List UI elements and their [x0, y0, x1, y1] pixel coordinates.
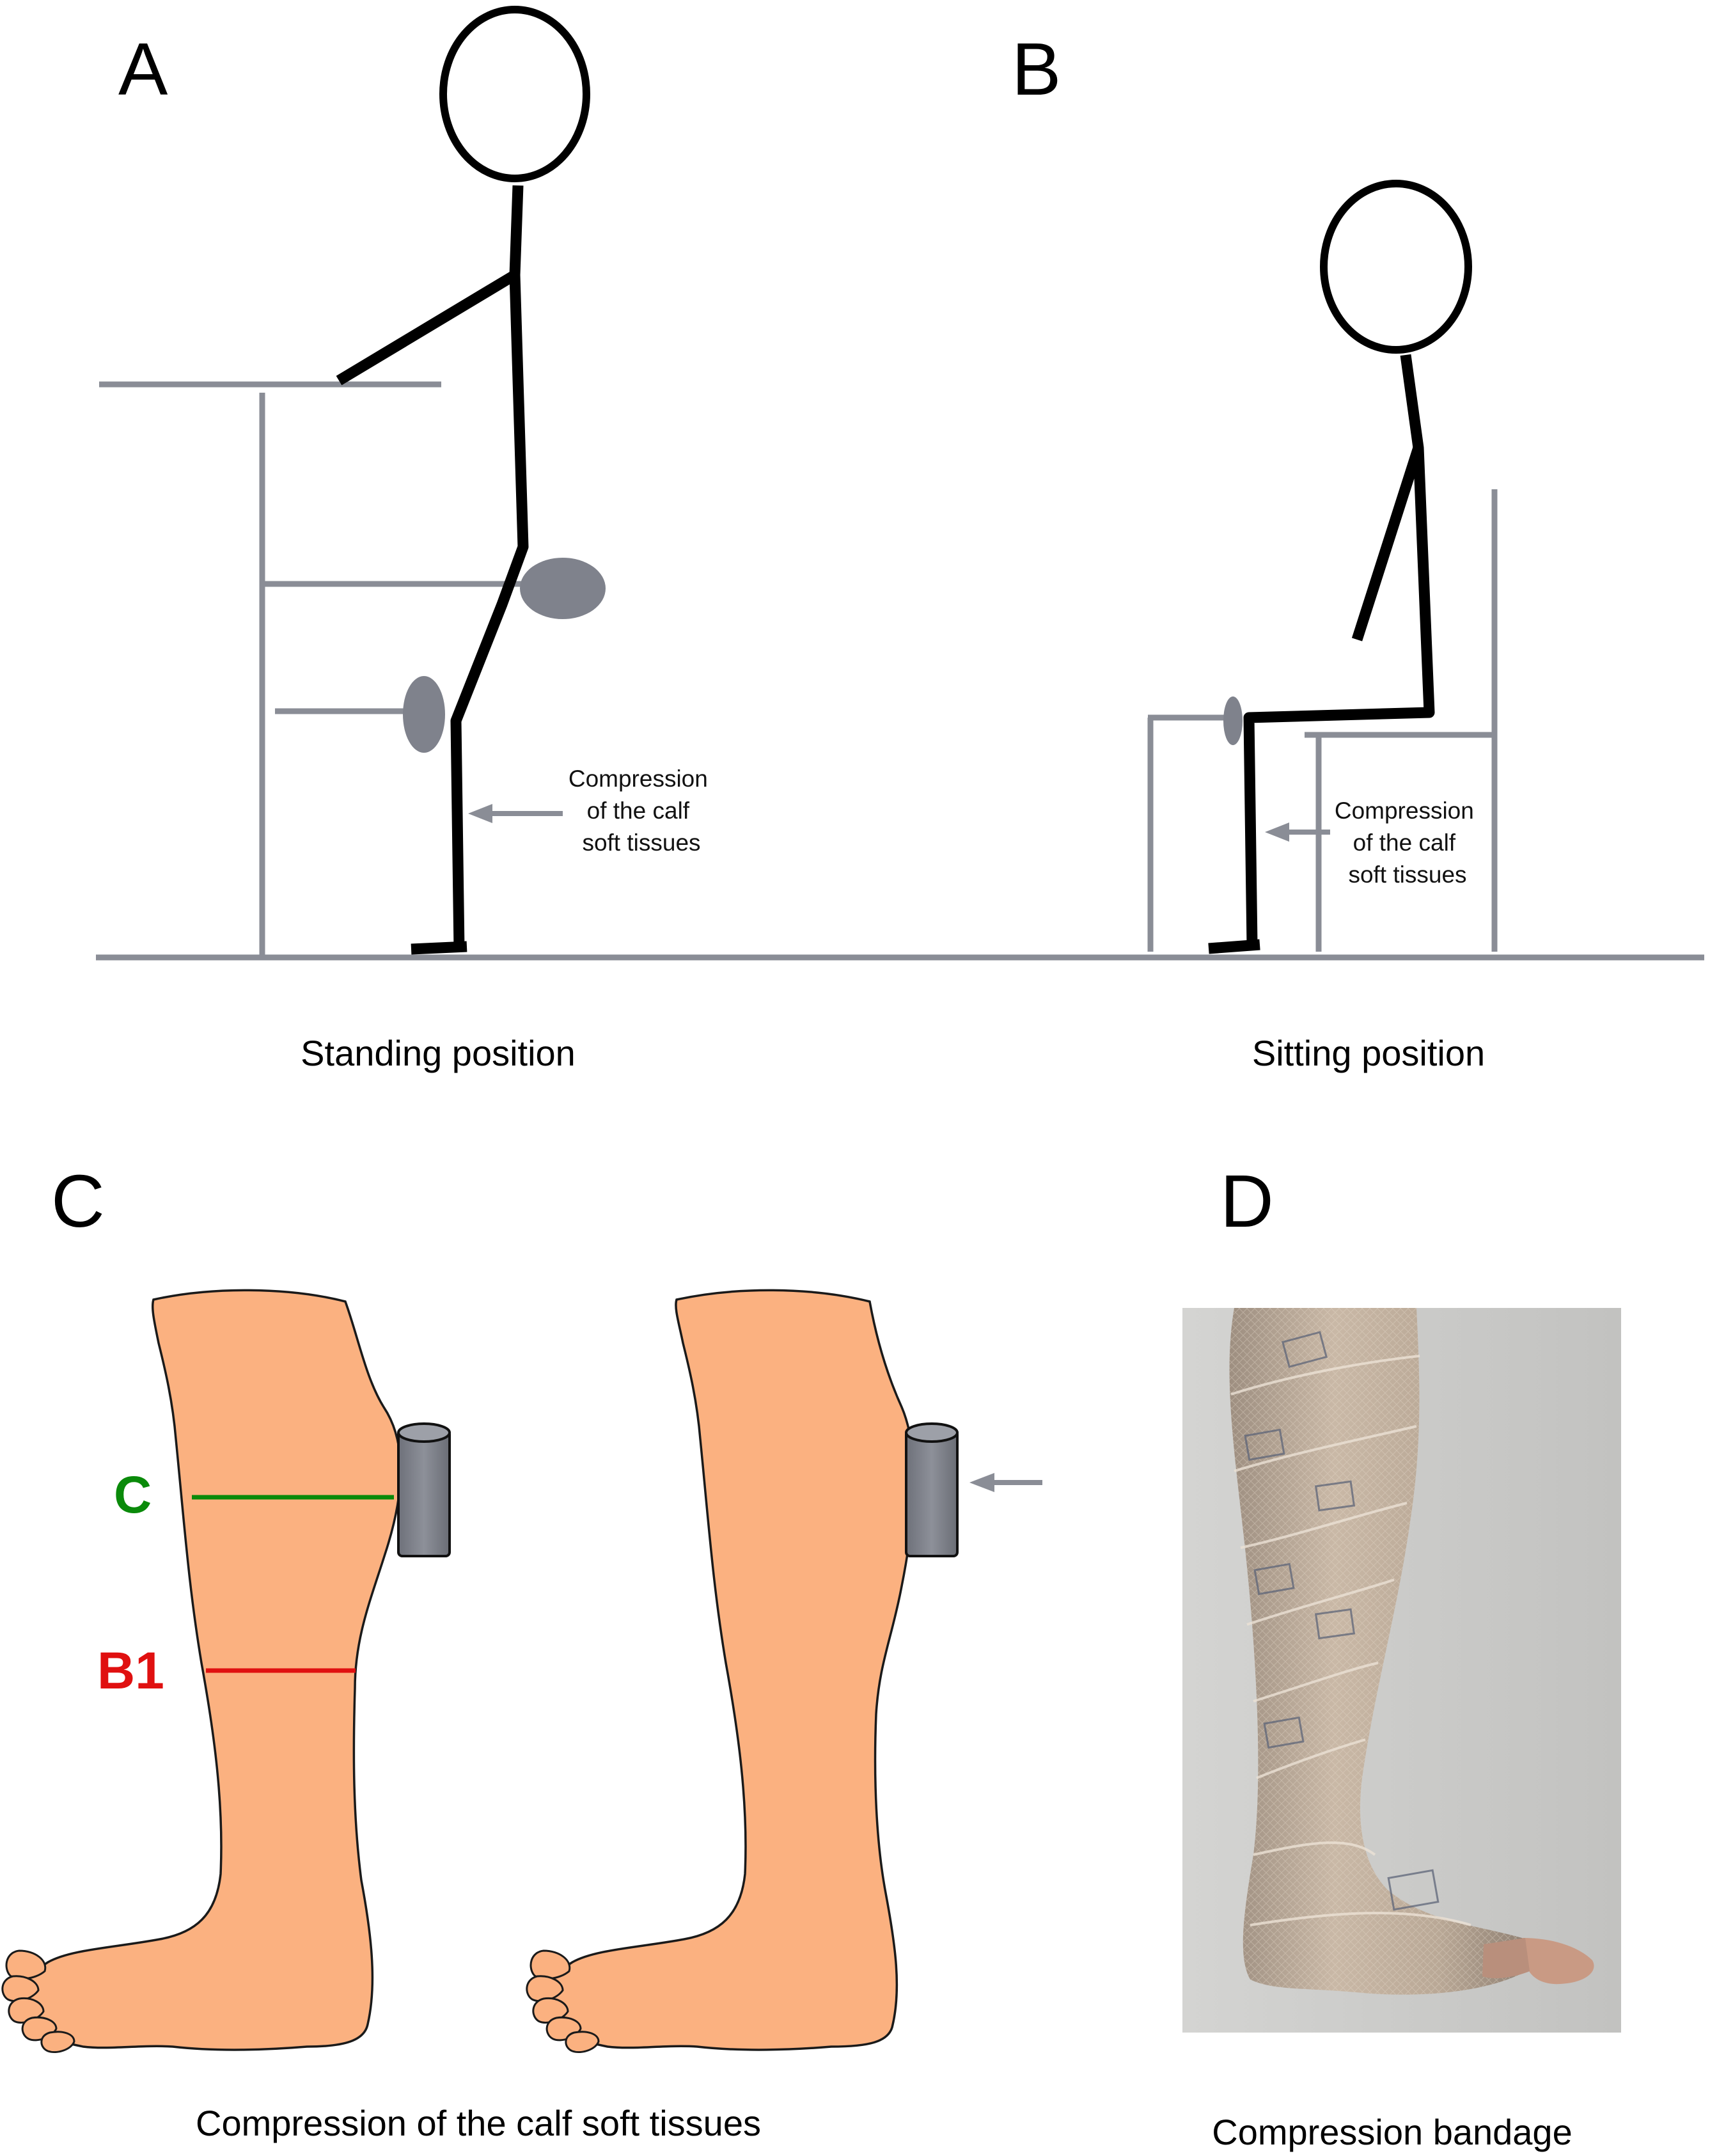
compression-cylinder-left [397, 1422, 451, 1557]
knee-pad-sitting [1223, 696, 1243, 745]
caption-b: Sitting position [1252, 1033, 1485, 1073]
chair [1305, 489, 1498, 952]
note-b: Compression of the calf soft tissues [1335, 798, 1480, 888]
label-b1: B1 [97, 1642, 164, 1700]
panel-c: C C B1 [1, 1160, 1042, 2143]
panel-b-letter: B [1012, 28, 1061, 111]
caption-d: Compression bandage [1212, 2112, 1572, 2152]
knee-stand [1147, 714, 1231, 952]
caption-a: Standing position [301, 1033, 576, 1073]
panel-c-letter: C [51, 1160, 105, 1243]
panel-d: D [1182, 1160, 1621, 2152]
head-icon [1320, 180, 1472, 354]
caption-c: Compression of the calf soft tissues [196, 2103, 761, 2143]
standing-figure [336, 6, 590, 955]
calf-arrow-a [468, 804, 563, 823]
thigh-pad [520, 558, 606, 619]
label-c: C [114, 1466, 152, 1524]
panel-b: B Compression of the calf soft t [1012, 28, 1498, 1073]
bandage-photo [1182, 1308, 1621, 2033]
sitting-figure [1208, 180, 1472, 954]
head-icon [439, 6, 590, 182]
panel-d-letter: D [1220, 1160, 1274, 1243]
standing-frame [99, 381, 534, 957]
note-a: Compression of the calf soft tissues [569, 766, 714, 856]
calf-arrow-b [1265, 822, 1330, 842]
leg-right [526, 1289, 915, 2053]
knee-pad [403, 676, 445, 753]
compression-arrow-c [969, 1473, 1042, 1492]
panel-a: A Compression of the calf soft tissues [96, 6, 1704, 1073]
panel-a-letter: A [118, 28, 168, 111]
compression-cylinder-right [905, 1422, 959, 1557]
